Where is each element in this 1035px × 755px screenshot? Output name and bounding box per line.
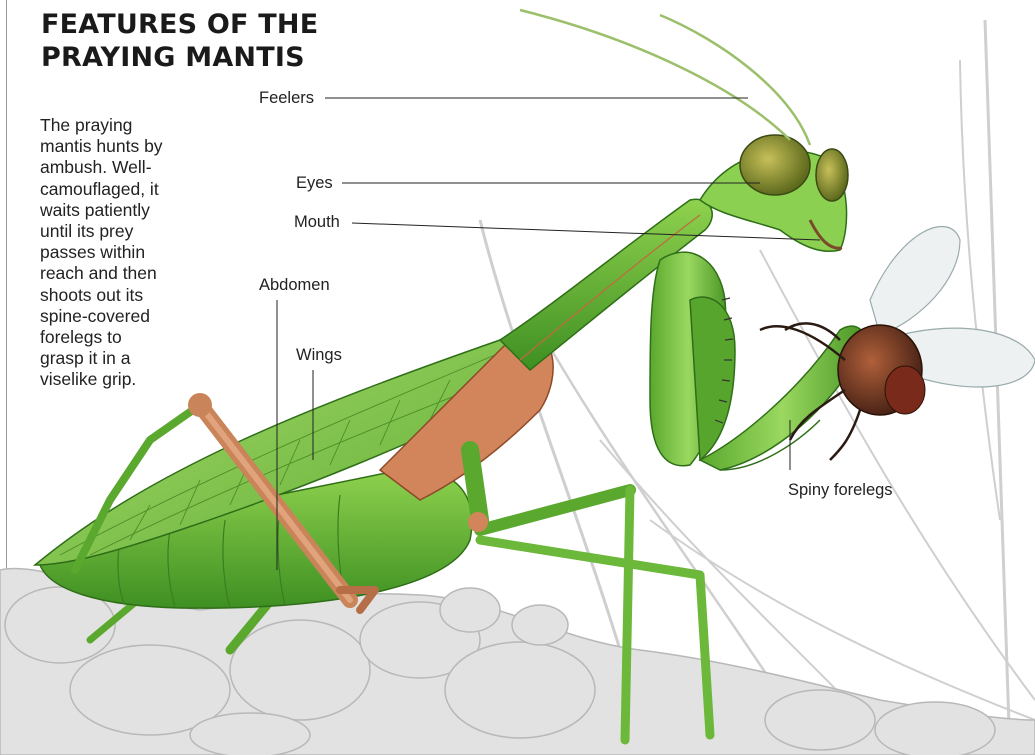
intro-line: spine-covered [40,306,190,327]
intro-line: mantis hunts by [40,136,190,157]
page-title: FEATURES OF THE PRAYING MANTIS [41,8,318,74]
intro-line: reach and then [40,263,190,284]
intro-line: until its prey [40,221,190,242]
intro-line: The praying [40,115,190,136]
label-spiny-forelegs: Spiny forelegs [788,481,893,499]
label-mouth: Mouth [294,213,340,231]
intro-line: ambush. Well- [40,157,190,178]
mantis-head [700,135,848,251]
intro-line: waits patiently [40,200,190,221]
intro-line: grasp it in a [40,348,190,369]
title-line-1: FEATURES OF THE [41,8,318,41]
mantis-antennae [520,10,810,145]
label-eyes: Eyes [296,174,333,192]
title-line-2: PRAYING MANTIS [41,41,318,74]
intro-line: camouflaged, it [40,179,190,200]
intro-line: passes within [40,242,190,263]
intro-line: shoots out its [40,285,190,306]
label-feelers: Feelers [259,89,314,107]
spiny-forelegs [650,252,864,470]
intro-line: viselike grip. [40,369,190,390]
intro-paragraph: The praying mantis hunts by ambush. Well… [40,115,190,391]
label-wings: Wings [296,346,342,364]
label-abdomen: Abdomen [259,276,330,294]
leader-mouth [352,223,820,240]
intro-line: forelegs to [40,327,190,348]
